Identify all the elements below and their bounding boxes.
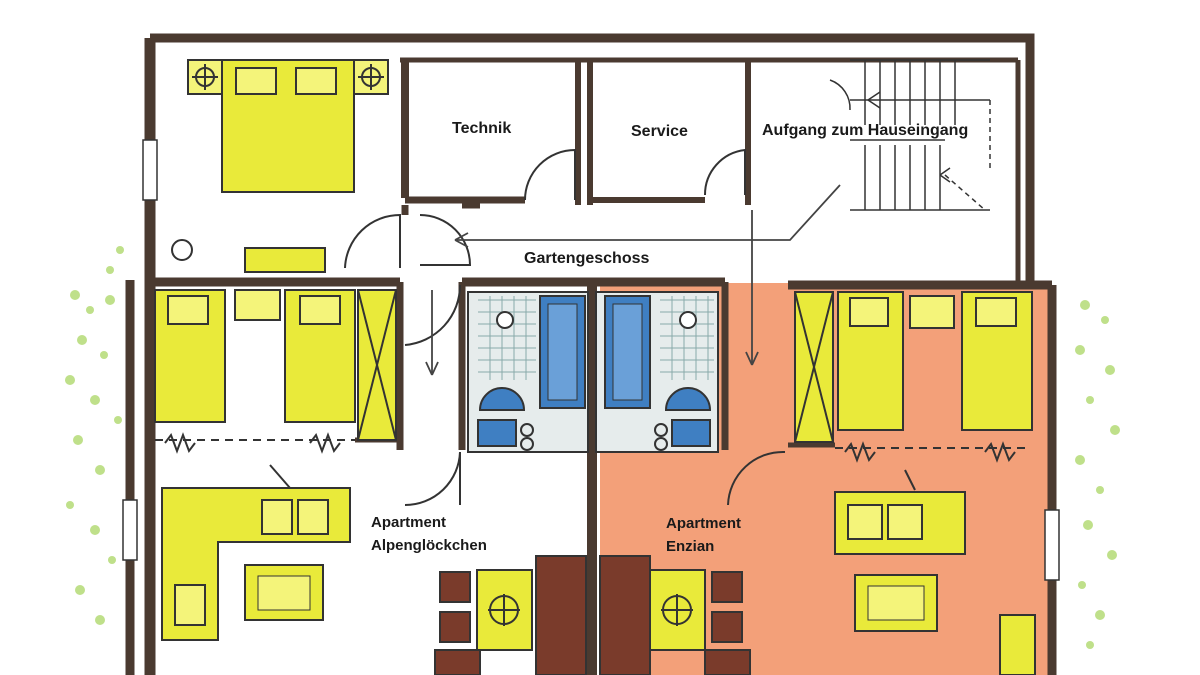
apartment-label-alpen-2: Alpenglöckchen (371, 537, 487, 554)
apartment-label-enzian-2: Enzian (666, 538, 715, 555)
dining-areas (434, 555, 751, 675)
enzian-living (834, 469, 1036, 675)
doors (344, 148, 786, 506)
bathrooms (467, 291, 719, 453)
apartment-label-enzian-1: Apartment (666, 515, 742, 532)
enzian-bedroom (794, 291, 1033, 463)
circulation-arrow (425, 184, 841, 376)
alpen-living (161, 464, 351, 641)
room-label-service: Service (631, 123, 688, 140)
windows (122, 139, 1060, 581)
room-label-gartengeschoss: Gartengeschoss (524, 250, 650, 267)
stairs (829, 59, 991, 211)
shrubs (65, 246, 1120, 649)
room-label-aufgang: Aufgang zum Hauseingang (762, 122, 969, 139)
top-bedroom (171, 59, 389, 273)
room-label-technik: Technik (452, 120, 512, 137)
apartment-label-alpen-1: Apartment (371, 514, 447, 531)
alpen-bedroom (154, 289, 397, 454)
